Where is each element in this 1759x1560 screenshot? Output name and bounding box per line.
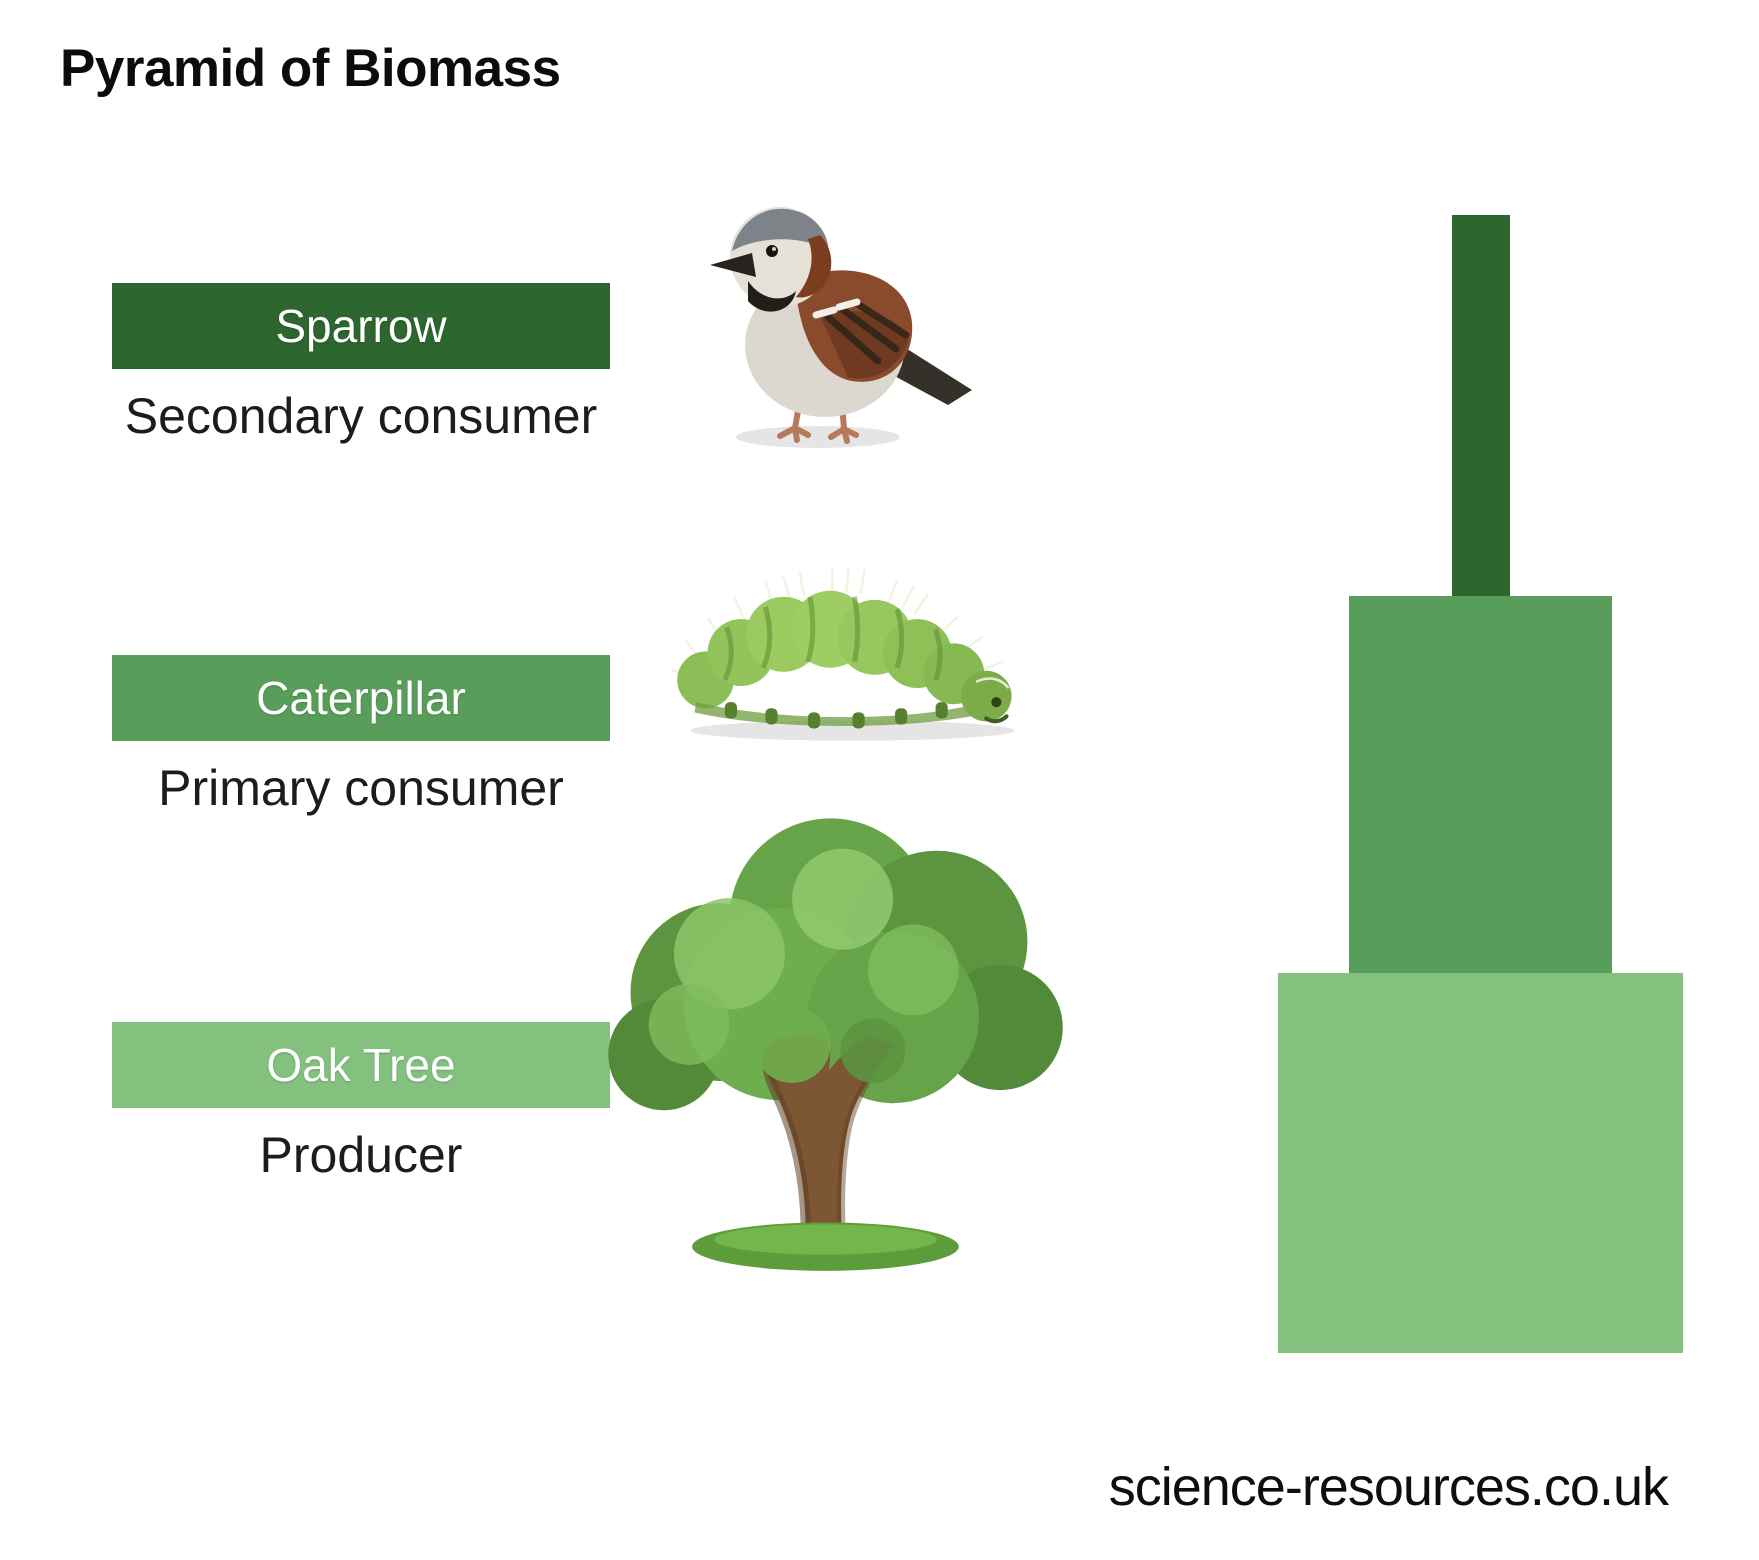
level-label-box-caterpillar: Caterpillar xyxy=(112,655,610,741)
level-name-caterpillar: Caterpillar xyxy=(256,672,466,724)
level-name-sparrow: Sparrow xyxy=(275,300,447,352)
level-label-box-oak-tree: Oak Tree xyxy=(112,1022,610,1108)
sparrow-image xyxy=(700,165,1000,465)
biomass-bar-producer xyxy=(1278,973,1683,1353)
biomass-bar-primary-consumer xyxy=(1349,596,1612,973)
oak-tree-image xyxy=(578,790,1083,1275)
level-role-producer: Producer xyxy=(259,1127,463,1183)
caterpillar-image xyxy=(660,548,1045,751)
level-label-box-sparrow: Sparrow xyxy=(112,283,610,369)
level-role-secondary-consumer: Secondary consumer xyxy=(124,388,598,444)
biomass-bar-secondary-consumer xyxy=(1452,215,1510,596)
page-title: Pyramid of Biomass xyxy=(60,39,561,98)
level-role-primary-consumer: Primary consumer xyxy=(158,760,564,816)
level-name-oak-tree: Oak Tree xyxy=(266,1039,456,1091)
website-url: science-resources.co.uk xyxy=(1108,1457,1669,1517)
